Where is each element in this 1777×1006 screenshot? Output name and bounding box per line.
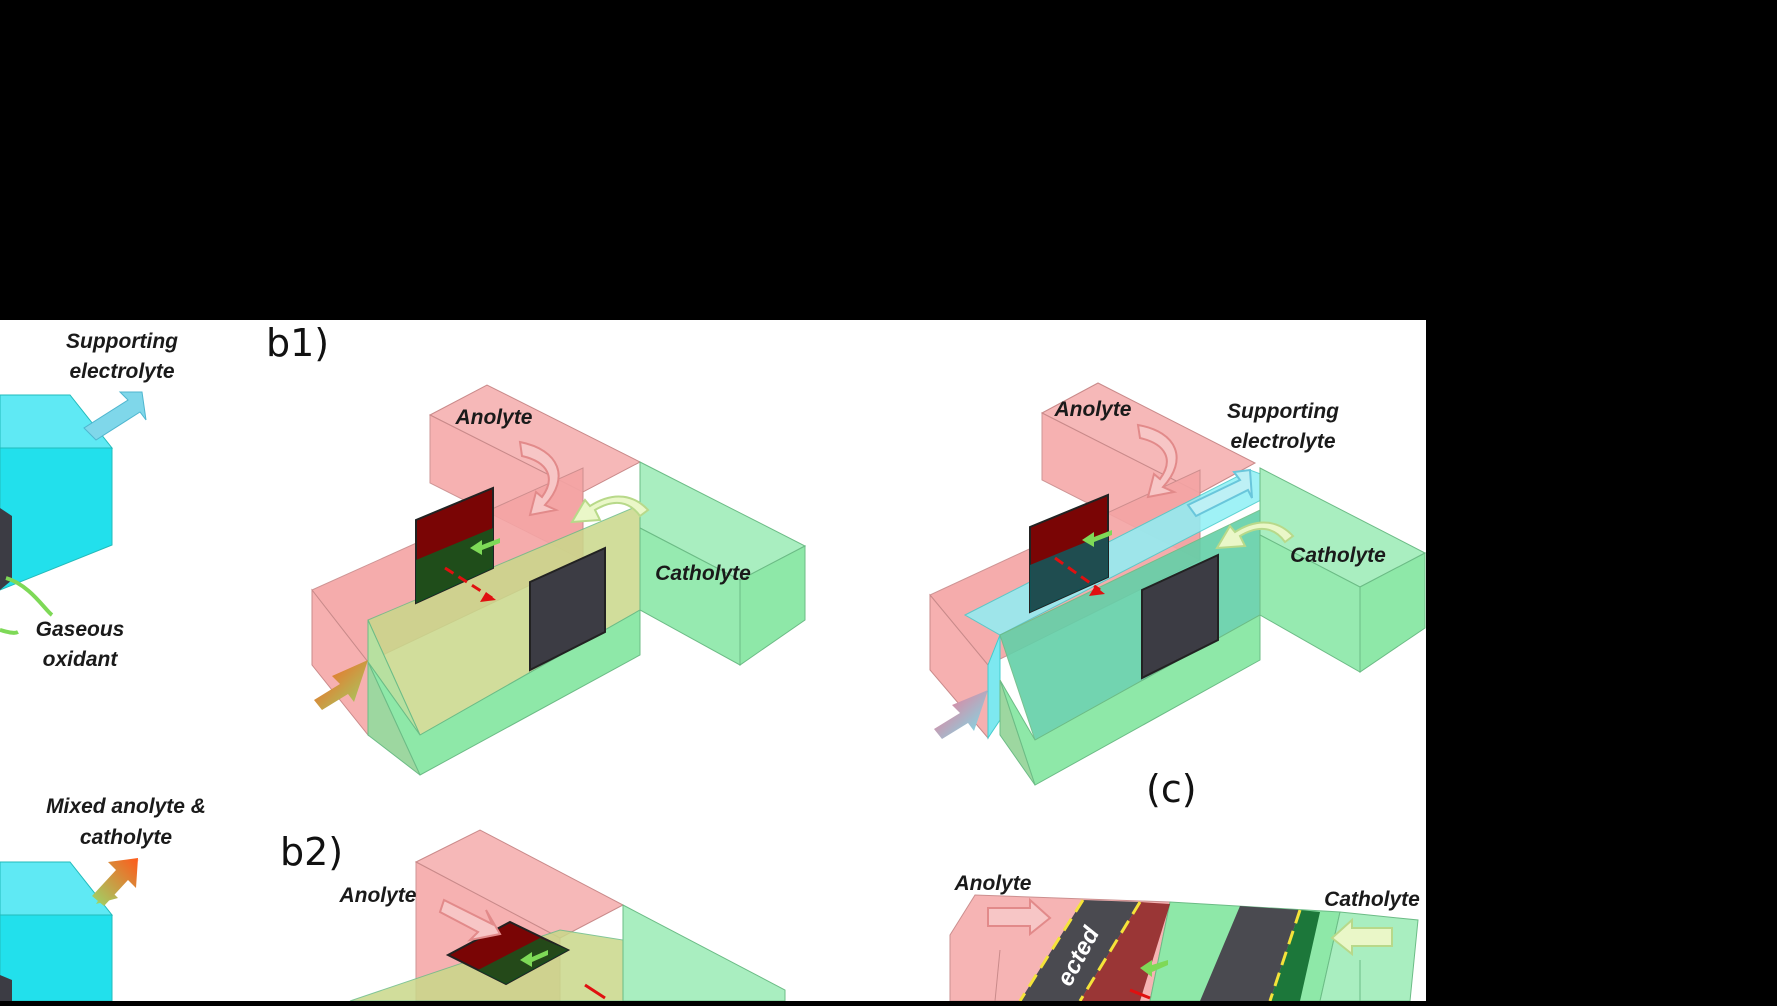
mixed-arrow-head — [92, 858, 138, 906]
c-anolyte-label: Anolyte — [953, 872, 1031, 895]
left-gaseous-label-2: oxidant — [43, 648, 119, 671]
panel-label-c: (c) — [1146, 767, 1197, 811]
b1-anolyte-inflow-arrow — [518, 440, 560, 517]
b1-anolyte-label: Anolyte — [454, 406, 532, 429]
b1-right-cathode — [1141, 553, 1219, 680]
left-mixed-label-2: catholyte — [80, 826, 173, 849]
c-catholyte-inflow-arrow — [1330, 917, 1393, 957]
c-right-electrode-band — [1200, 906, 1300, 1001]
c-catholyte-label: Catholyte — [1324, 888, 1420, 911]
b1-right-anolyte-inflow-arrow — [1136, 423, 1178, 499]
left-gaseous-label-1: Gaseous — [36, 618, 125, 641]
b1-cathode — [529, 546, 606, 672]
b1-right-catholyte-inflow-arrow — [1215, 521, 1295, 550]
b1-catholyte-label: Catholyte — [655, 562, 751, 585]
panel-label-b1: b1) — [266, 321, 329, 365]
b1-catholyte-inflow-arrow — [570, 495, 650, 524]
left-bottom-cell — [0, 861, 114, 1002]
b1-right-supporting-label-1: Supporting — [1227, 400, 1339, 423]
ion-flow-arrow — [470, 538, 500, 555]
c-anolyte-inflow-arrow — [987, 897, 1052, 937]
panel-label-b2: b2) — [280, 830, 343, 874]
supporting-inflow-arrow — [83, 391, 147, 441]
b1-cell — [311, 384, 807, 776]
left-mixed-label-1: Mixed anolyte & — [46, 795, 206, 818]
left-supporting-label-2: electrolyte — [69, 360, 174, 383]
b1-right-anolyte-label: Anolyte — [1053, 398, 1131, 421]
b1-right-supporting-label-2: electrolyte — [1230, 430, 1335, 453]
b2-anolyte-label: Anolyte — [338, 884, 416, 907]
b1-right-catholyte-label: Catholyte — [1290, 544, 1386, 567]
b1-outflow-arrow — [314, 660, 368, 710]
b2-anolyte-inflow-arrow — [438, 898, 502, 942]
b1-right-supporting-inflow-arrow — [1186, 468, 1253, 518]
left-supporting-label-1: Supporting — [66, 330, 178, 353]
c-left-electrode-band — [1020, 900, 1140, 1001]
left-top-cell — [0, 394, 114, 635]
b1-right-outflow-arrow — [934, 690, 988, 739]
